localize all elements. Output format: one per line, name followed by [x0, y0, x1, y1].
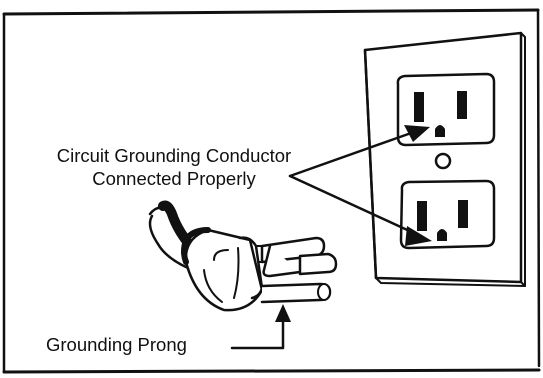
- cover-screw: [434, 152, 452, 170]
- conductor-label-line2: Connected Properly: [92, 167, 256, 189]
- arrowhead-upper: [404, 125, 430, 142]
- conductor-label-line1: Circuit Grounding Conductor: [56, 145, 292, 166]
- prong-label: Grounding Prong: [46, 334, 187, 355]
- outer-border: [2, 8, 541, 374]
- conductor-label: Circuit Grounding Conductor Connected Pr…: [14, 145, 334, 189]
- grounding-prong: [260, 282, 332, 304]
- blade-lower: [298, 252, 338, 276]
- conductor-leaders: [288, 130, 418, 236]
- lower-receptacle: [399, 179, 496, 250]
- arrowhead-lower: [405, 226, 432, 246]
- prong-leader: [230, 316, 285, 350]
- arrowhead-prong: [275, 304, 291, 322]
- plug: [181, 227, 264, 312]
